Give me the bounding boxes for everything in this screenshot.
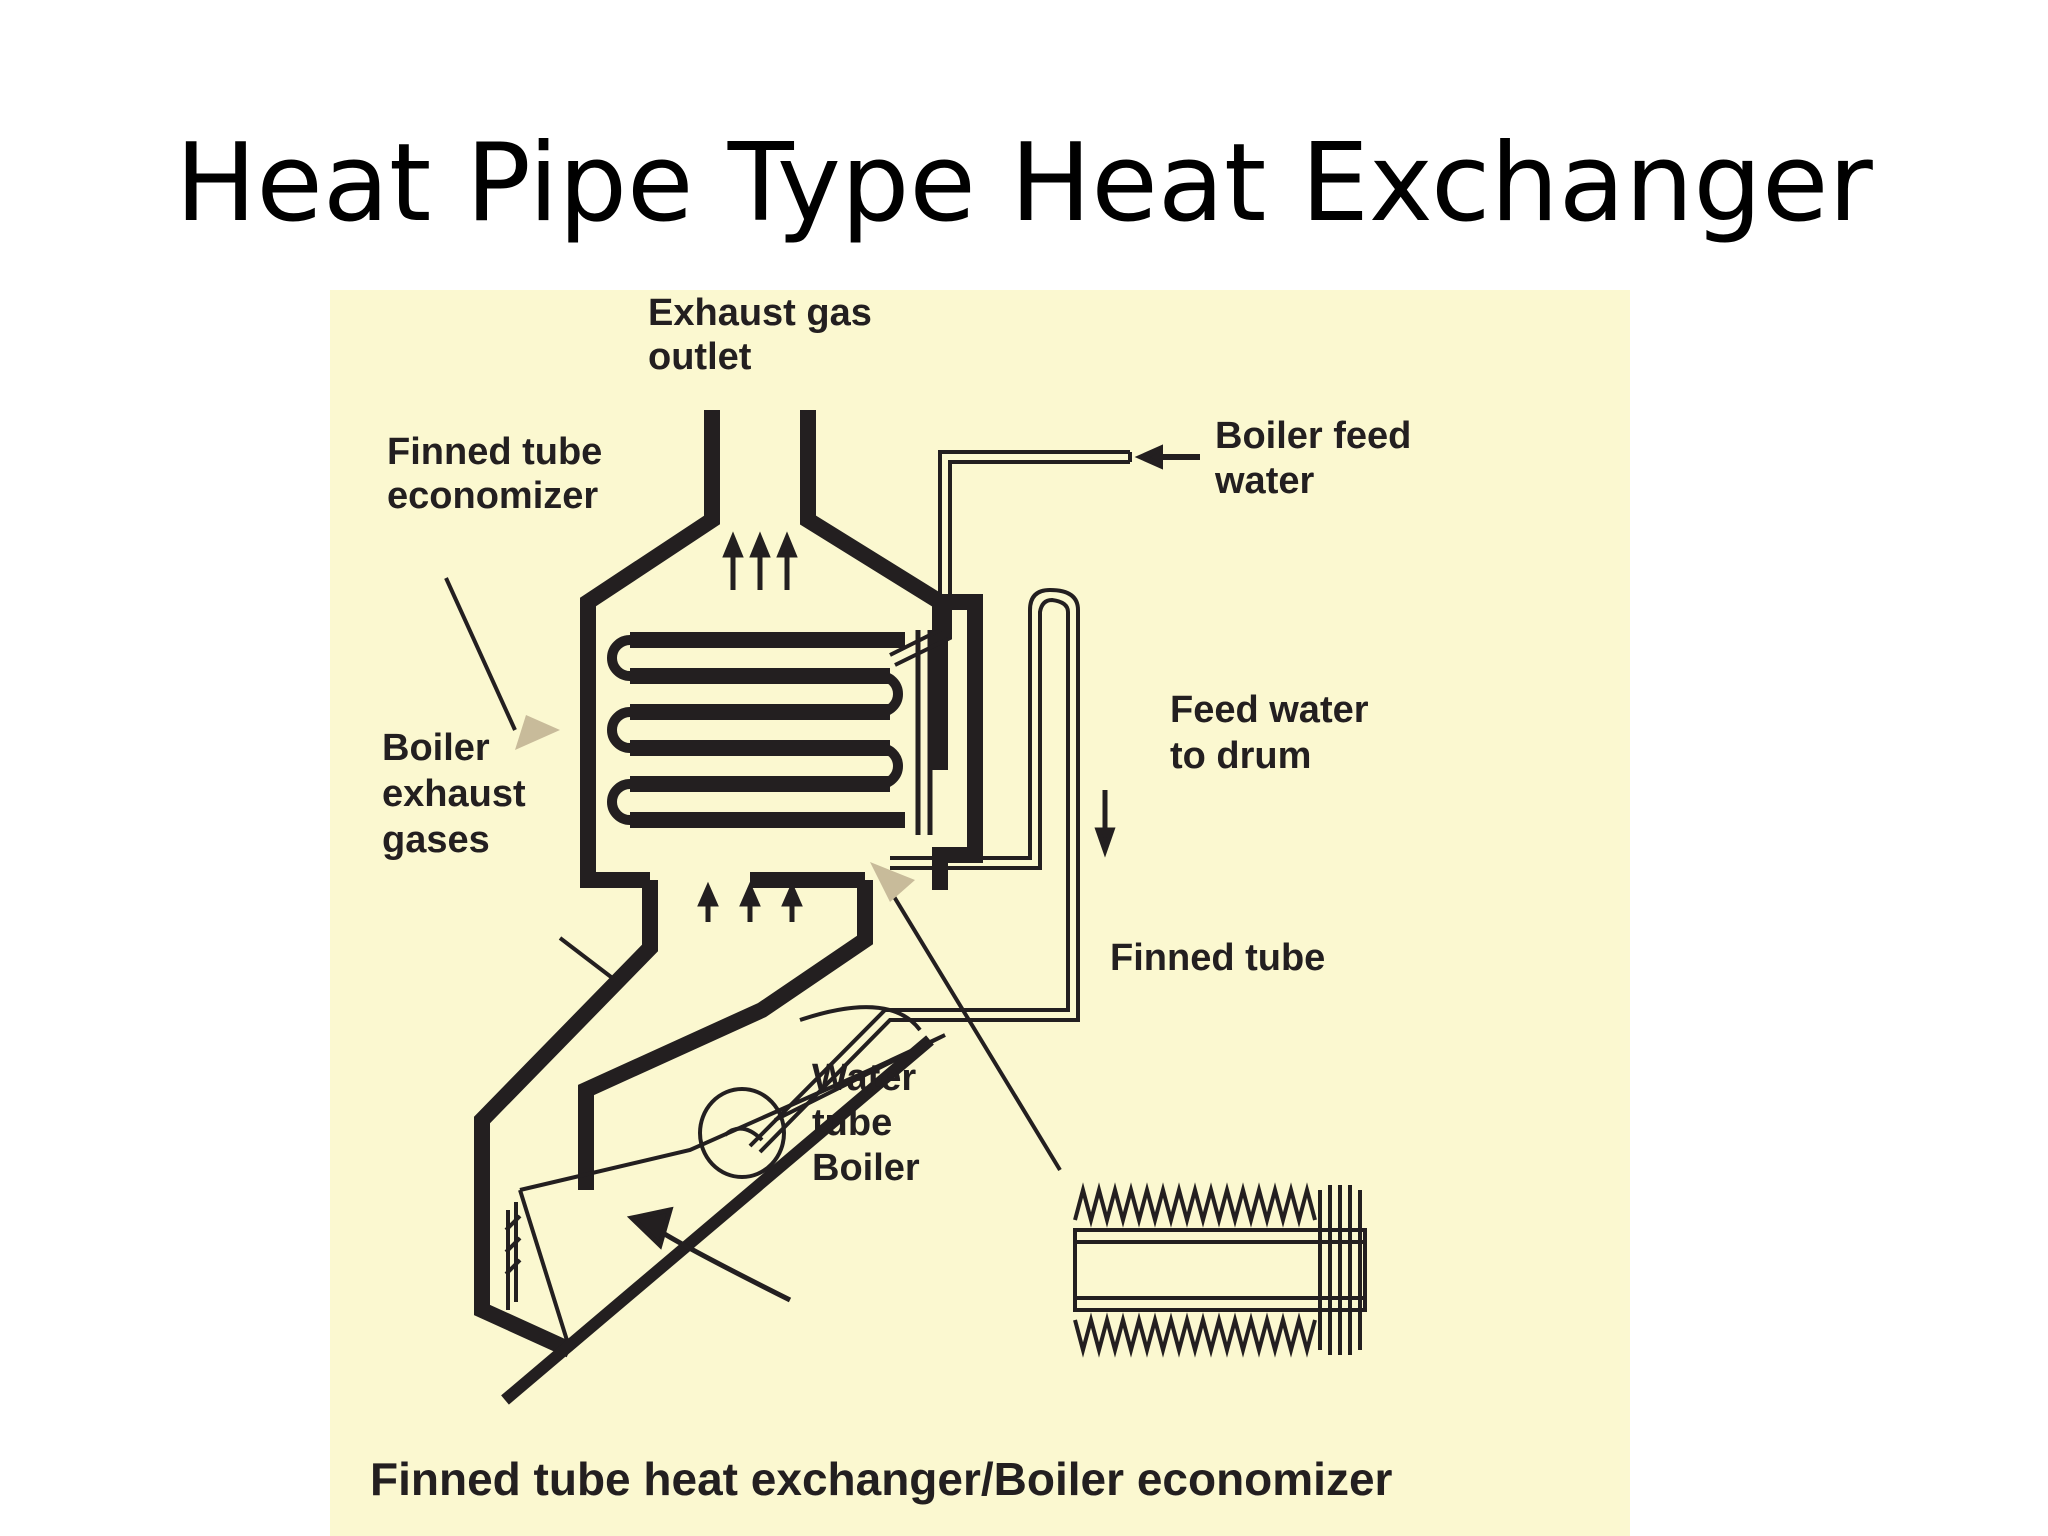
diagram-background — [330, 290, 1630, 1536]
finned-tube-bundle — [607, 632, 905, 828]
economizer-pointer-head — [515, 715, 560, 750]
outlet-flow-arrows — [722, 531, 798, 590]
header-pipes — [915, 630, 933, 835]
boiler-slope-line — [501, 1035, 934, 1405]
diagram-caption: Finned tube heat exchanger/Boiler econom… — [370, 1453, 1393, 1505]
finned-tube-pointer-head — [870, 862, 915, 902]
finned-tube-pointer — [870, 862, 1062, 1172]
slide-title: Heat Pipe Type Heat Exchanger — [175, 121, 1873, 246]
exhaust-pointer — [558, 936, 617, 982]
feed-water-to-drum-pipe — [748, 587, 1080, 1154]
duct-flow-arrows — [697, 881, 803, 922]
boiler-pointer — [626, 1206, 792, 1303]
feed-water-inlet-pipe — [889, 450, 1132, 667]
boiler-wall-tubes — [504, 1202, 522, 1310]
finned-tube-detail — [1073, 1182, 1367, 1358]
label-finned-tube: Finned tube — [1110, 937, 1325, 979]
feed-water-arrow — [1134, 444, 1200, 470]
exhaust-duct — [474, 880, 873, 1358]
economizer-pointer — [444, 577, 560, 750]
drum-flow-arrow — [1094, 790, 1116, 858]
